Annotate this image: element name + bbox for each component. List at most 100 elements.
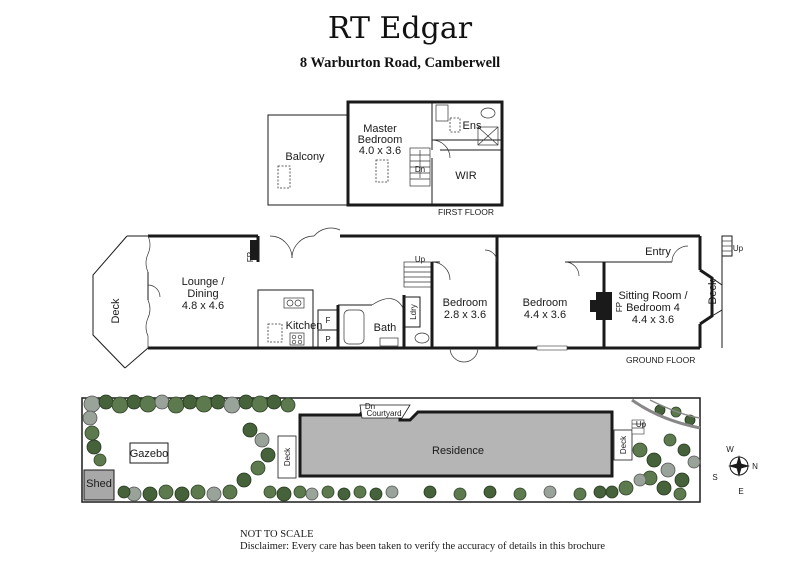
brand-title: RT Edgar	[328, 11, 473, 46]
tree-icon	[618, 480, 634, 496]
tree-icon	[210, 394, 226, 410]
tree-icon	[276, 486, 292, 502]
shed-label: Shed	[86, 478, 112, 490]
tree-icon	[117, 485, 131, 499]
ensuite-label: Ens	[463, 120, 482, 132]
garden-vegetation	[82, 394, 701, 502]
courtyard-label: Courtyard	[366, 409, 401, 418]
tree-icon	[82, 410, 98, 426]
tree-icon	[83, 395, 101, 413]
master-bedroom-label-2: Bedroom	[358, 134, 403, 146]
tree-icon	[605, 485, 619, 499]
tree-icon	[174, 486, 190, 502]
lounge-dims: 4.8 x 4.6	[182, 300, 224, 312]
tree-icon	[167, 396, 185, 414]
site-rear-deck-label: Deck	[283, 447, 292, 466]
tree-icon	[250, 460, 266, 476]
tree-icon	[660, 462, 676, 478]
lounge-fireplace-label: FP	[246, 252, 255, 262]
wir-label: WIR	[455, 170, 476, 182]
fridge-label: F	[326, 316, 331, 325]
master-bedroom-dims: 4.0 x 3.6	[359, 145, 401, 157]
site-up-label: Up	[636, 420, 647, 429]
bedroom-a-label: Bedroom	[443, 297, 488, 309]
tree-icon	[263, 485, 277, 499]
bedroom-b-dims: 4.4 x 3.6	[524, 309, 566, 321]
lounge-label-2: Dining	[187, 288, 218, 300]
tree-icon	[453, 487, 467, 501]
lounge-label-1: Lounge /	[182, 276, 226, 288]
tree-icon	[483, 485, 497, 499]
compass-south: S	[712, 473, 717, 482]
tree-icon	[337, 487, 351, 501]
first-floor-stairs	[409, 147, 431, 187]
sitting-room-label-1: Sitting Room /	[618, 290, 688, 302]
tree-icon	[280, 397, 296, 413]
first-floor-plan: Balcony Master Bedroom 4.0 x 3.6 Ens WIR…	[267, 100, 504, 217]
kitchen-label: Kitchen	[286, 320, 323, 332]
tree-icon	[663, 433, 677, 447]
tree-icon	[236, 472, 252, 488]
tree-icon	[573, 487, 587, 501]
tree-icon	[93, 453, 107, 467]
first-floor-title: FIRST FLOOR	[438, 207, 494, 217]
rear-deck-label: Deck	[110, 298, 122, 324]
compass-rose: W N S E	[712, 445, 758, 496]
disclaimer: Disclaimer: Every care has been taken to…	[240, 541, 605, 552]
front-up-label: Up	[733, 244, 744, 253]
tree-icon	[673, 487, 687, 501]
tree-icon	[242, 422, 258, 438]
tree-icon	[513, 487, 527, 501]
master-bedroom-label-1: Master	[363, 123, 397, 135]
site-front-deck-label: Deck	[619, 435, 628, 454]
tree-icon	[254, 432, 270, 448]
tree-icon	[84, 425, 100, 441]
tree-icon	[206, 486, 222, 502]
tree-icon	[593, 485, 607, 499]
compass-west: W	[726, 445, 734, 454]
tree-icon	[321, 485, 335, 499]
compass-north: N	[752, 462, 758, 471]
entry-label: Entry	[645, 246, 671, 258]
tree-icon	[222, 484, 238, 500]
bath-label: Bath	[374, 322, 397, 334]
first-floor-stairs-dn: Dn	[415, 165, 425, 174]
tree-icon	[674, 472, 690, 488]
bedroom-b-label: Bedroom	[523, 297, 568, 309]
tree-icon	[293, 485, 307, 499]
residence-label: Residence	[432, 445, 484, 457]
tree-icon	[158, 484, 174, 500]
tree-icon	[633, 473, 647, 487]
property-address: 8 Warburton Road, Camberwell	[300, 55, 500, 71]
front-deck-label: Deck	[707, 279, 719, 305]
tree-icon	[656, 480, 672, 496]
tree-icon	[305, 487, 319, 501]
scale-note: NOT TO SCALE	[240, 529, 314, 540]
bedroom-a-dims: 2.8 x 3.6	[444, 309, 486, 321]
tree-icon	[632, 442, 648, 458]
tree-icon	[543, 485, 557, 499]
tree-icon	[687, 455, 701, 469]
compass-east: E	[738, 487, 743, 496]
tree-icon	[195, 395, 213, 413]
tree-icon	[126, 394, 142, 410]
ground-floor-title: GROUND FLOOR	[626, 355, 695, 365]
tree-icon	[266, 394, 282, 410]
tree-icon	[369, 487, 383, 501]
courtyard-dn-label: Dn	[365, 402, 375, 411]
tree-icon	[223, 396, 241, 414]
fireplace-label: FP	[615, 302, 624, 312]
tree-icon	[154, 394, 170, 410]
balcony-label: Balcony	[285, 151, 325, 163]
tree-icon	[98, 394, 114, 410]
tree-icon	[353, 485, 367, 499]
tree-icon	[142, 486, 158, 502]
tree-icon	[86, 439, 102, 455]
pantry-label: P	[325, 335, 330, 344]
sitting-room-dims: 4.4 x 3.6	[632, 314, 674, 326]
sitting-room-label-2: Bedroom 4	[626, 302, 680, 314]
tree-icon	[139, 395, 157, 413]
tree-icon	[646, 452, 662, 468]
tree-icon	[238, 394, 254, 410]
